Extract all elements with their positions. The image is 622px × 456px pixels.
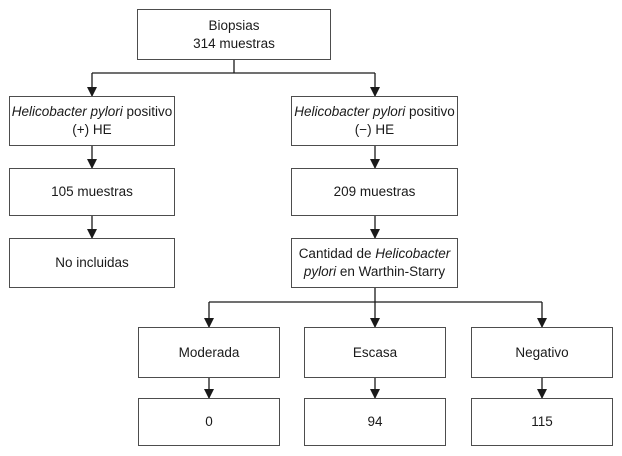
quantity-line2: pylori en Warthin-Starry (304, 263, 445, 281)
category-box-moderada: Moderada (138, 327, 280, 378)
right-header-box: Helicobacter pylori positivo (−) HE (291, 96, 458, 146)
category-label: Moderada (178, 344, 240, 360)
right-header-italic: Helicobacter pylori (294, 104, 406, 119)
value-box-moderada: 0 (138, 398, 280, 446)
quantity-italic-1: Helicobacter (375, 246, 451, 261)
left-header-rest: positivo (122, 104, 173, 119)
left-header-line1: Helicobacter pylori positivo (12, 103, 173, 121)
left-header-italic: Helicobacter pylori (11, 104, 123, 119)
root-count: 314 muestras (193, 35, 275, 51)
category-value: 94 (367, 414, 383, 429)
left-result-box: No incluidas (9, 238, 175, 288)
category-value: 115 (531, 414, 553, 429)
right-header-rest: positivo (405, 104, 455, 119)
left-header-line2: (+) HE (72, 122, 112, 137)
left-header-box: Helicobacter pylori positivo (+) HE (9, 96, 175, 146)
quantity-italic-2: pylori (303, 264, 337, 279)
quantity-pre: Cantidad de (298, 246, 376, 261)
category-label: Escasa (352, 344, 398, 360)
right-header-line1: Helicobacter pylori positivo (294, 103, 455, 121)
left-result: No incluidas (55, 255, 129, 270)
category-label: Negativo (515, 344, 569, 360)
root-title: Biopsias (208, 17, 260, 33)
left-count-box: 105 muestras (9, 168, 175, 216)
right-count-box: 209 muestras (291, 168, 458, 216)
right-header-line2: (−) HE (354, 122, 395, 137)
category-box-negativo: Negativo (471, 327, 613, 378)
root-box: Biopsias 314 muestras (137, 9, 331, 60)
value-box-escasa: 94 (304, 398, 446, 446)
value-box-negativo: 115 (471, 398, 613, 446)
category-value: 0 (205, 414, 213, 429)
quantity-line1: Cantidad de Helicobacter (299, 245, 451, 263)
right-count: 209 muestras (333, 184, 416, 199)
quantity-box: Cantidad de Helicobacter pylori en Warth… (291, 238, 458, 288)
left-count: 105 muestras (51, 184, 133, 199)
category-box-escasa: Escasa (304, 327, 446, 378)
quantity-post: en Warthin-Starry (336, 264, 446, 279)
